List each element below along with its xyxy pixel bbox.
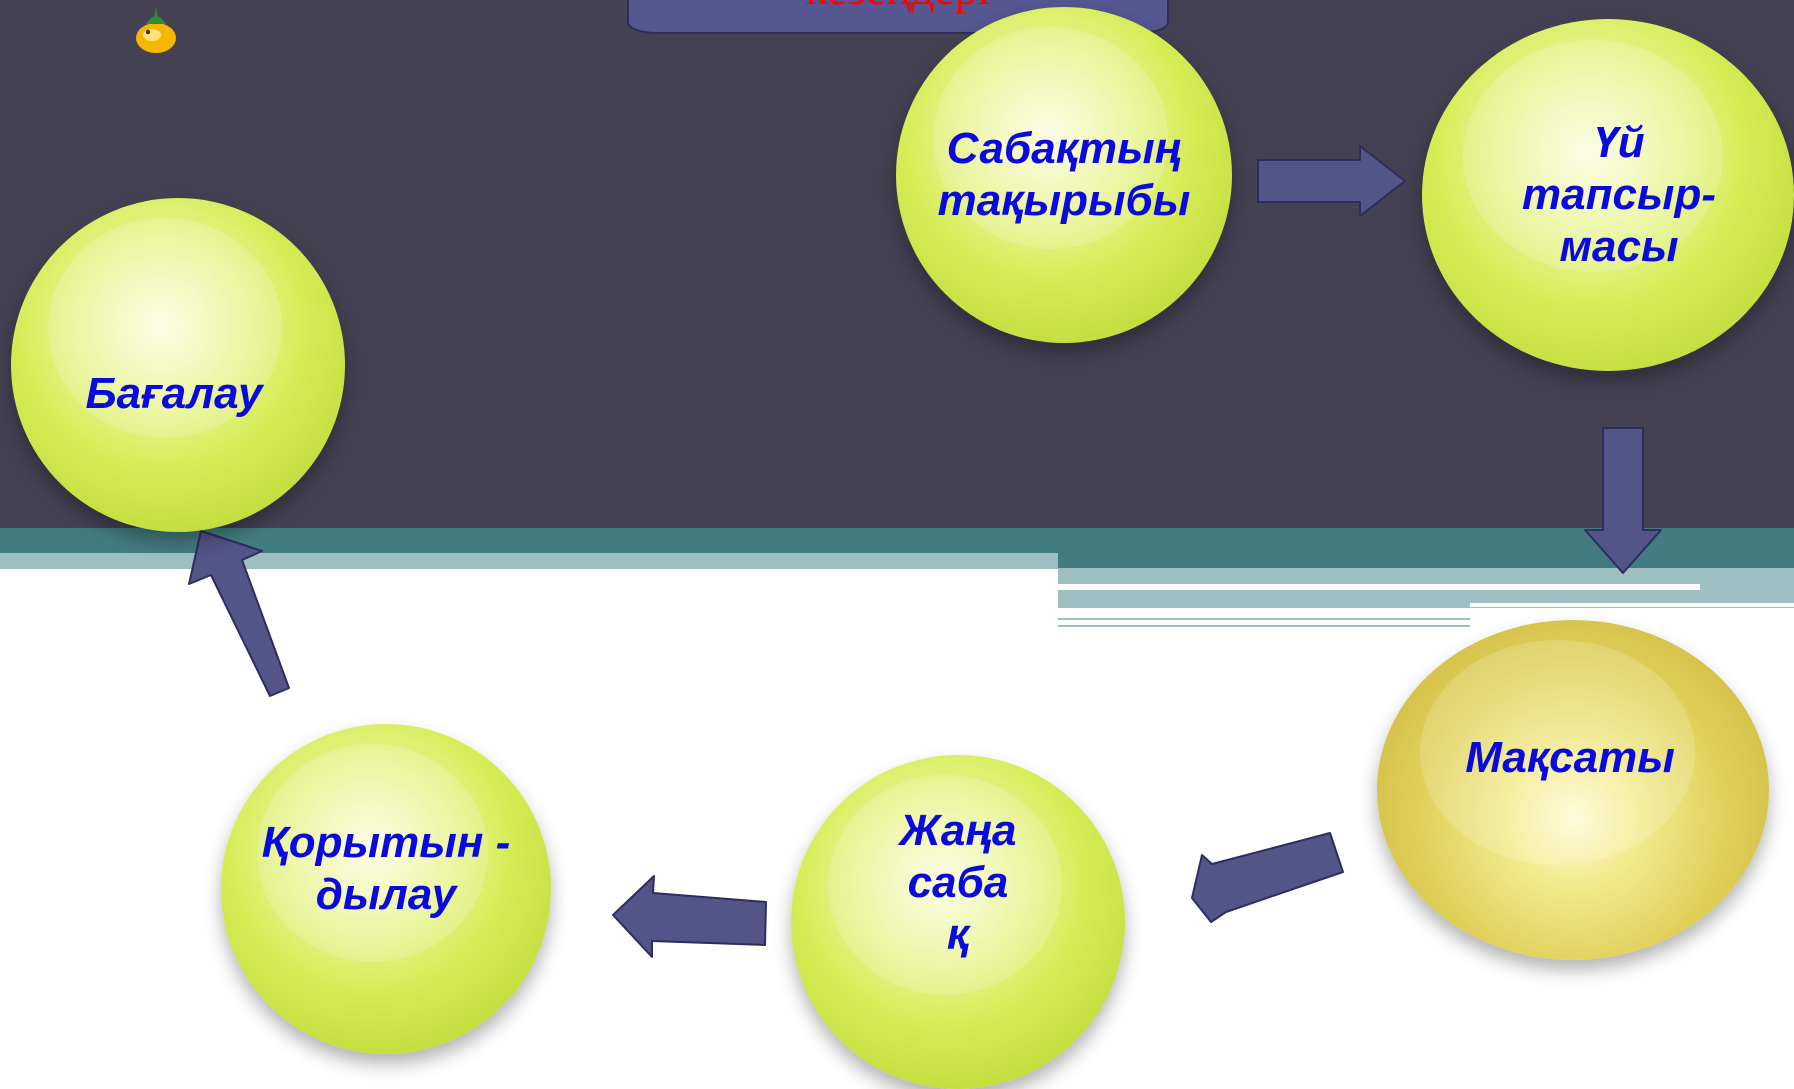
node-homework: Үй тапсыр- масы — [1422, 19, 1794, 371]
node-lesson-topic: Сабақтың тақырыбы — [896, 7, 1232, 343]
teal-divider-band — [0, 528, 1794, 553]
node-assessment: Бағалау — [11, 198, 345, 532]
divider-strip-left — [0, 553, 1058, 569]
diagram-title: кезеңдері — [629, 0, 1167, 12]
divider-line — [1058, 625, 1470, 627]
divider-line — [1058, 584, 1700, 590]
node-lesson-topic-label: Сабақтың тақырыбы — [937, 124, 1191, 225]
arrow-goal-to-newlesson — [1191, 832, 1344, 923]
mascot-icon — [136, 6, 176, 53]
node-new-lesson-label: Жаңа саба қ — [899, 806, 1017, 959]
node-homework-label: Үй тапсыр- масы — [1521, 118, 1717, 271]
node-goal: Мақсаты — [1377, 620, 1769, 960]
arrow-conclusion-to-assessment — [188, 530, 290, 697]
node-conclusion: Қорытын - дылау — [221, 724, 551, 1054]
arrow-homework-to-goal — [1584, 427, 1662, 574]
arrow-newlesson-to-conclusion — [612, 875, 767, 958]
divider-line — [1058, 618, 1470, 620]
node-new-lesson: Жаңа саба қ — [791, 755, 1125, 1089]
divider-line — [1470, 603, 1794, 607]
node-assessment-label: Бағалау — [85, 369, 263, 418]
node-goal-label: Мақсаты — [1465, 733, 1675, 782]
arrow-topic-to-homework — [1257, 145, 1406, 217]
node-conclusion-label: Қорытын - дылау — [261, 818, 511, 919]
